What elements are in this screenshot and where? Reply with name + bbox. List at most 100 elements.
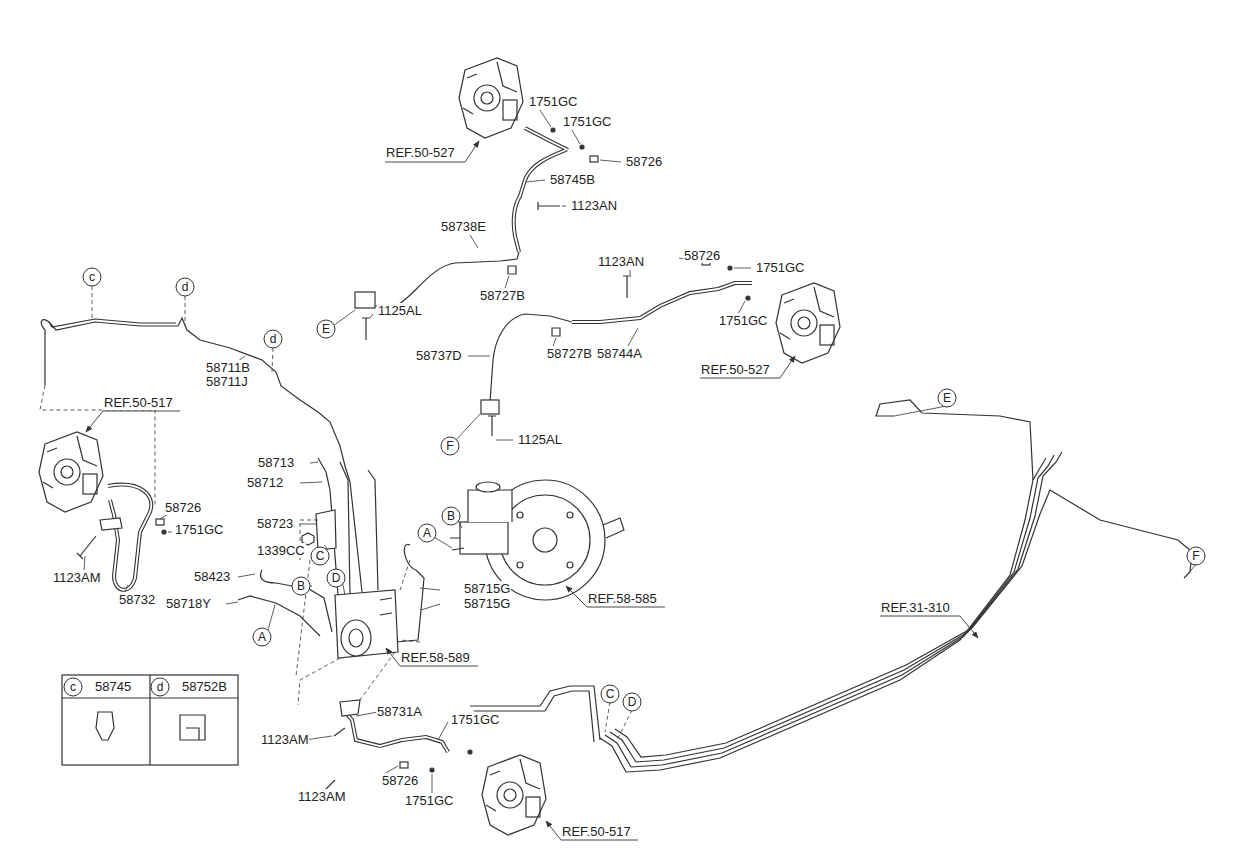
leader-line (160, 356, 322, 532)
reference-label: REF.58-585 (587, 591, 658, 606)
gasket (746, 296, 750, 300)
parts-table (62, 675, 238, 765)
reference-arrow (86, 141, 978, 840)
reference-label: REF.31-310 (880, 600, 951, 615)
part-number: 58726 (683, 248, 721, 263)
part-number: 1123AN (597, 254, 645, 269)
callout-letter: d (150, 677, 170, 697)
brake-booster (533, 528, 557, 552)
bolt (77, 156, 710, 790)
bracket (316, 510, 336, 550)
part-number: 1125AL (517, 432, 563, 447)
reference-label: REF.50-517 (103, 395, 174, 410)
callout-circle: d (175, 277, 195, 297)
brake-booster (567, 512, 573, 518)
dashed-leader (400, 560, 420, 642)
part-number: 58715G (463, 581, 511, 596)
callout-circle: F (440, 436, 460, 456)
gasket (162, 128, 750, 772)
parts-table (62, 675, 238, 765)
reference-label: REF.50-527 (700, 362, 771, 377)
part-number: 1123AN (570, 198, 618, 213)
circle-outline (176, 278, 194, 296)
pipe-bundle (615, 490, 1050, 757)
circle-outline (83, 268, 101, 286)
callout-letter: D (326, 568, 346, 588)
callout-circle: d (150, 677, 170, 697)
abs-unit (335, 590, 398, 658)
callout-letter: c (63, 677, 83, 697)
callout-circle: A (417, 523, 437, 543)
brake-pipe (261, 570, 292, 586)
brake-booster (517, 562, 523, 568)
part-number: 58731A (376, 704, 423, 719)
circle-outline (441, 437, 459, 455)
callout-circle: c (82, 267, 102, 287)
circle-outline (327, 569, 345, 587)
master-cylinder (468, 490, 512, 522)
pipe-bundle (610, 462, 1056, 762)
brake-pipe (396, 544, 424, 642)
callout-letter: B (291, 576, 311, 596)
callout-circle: D (622, 692, 642, 712)
callout-circle: E (316, 319, 336, 339)
gasket (551, 128, 555, 132)
caliper (39, 432, 103, 512)
dashed-leader (40, 286, 632, 738)
brake-booster (603, 518, 624, 538)
circle-outline (264, 330, 282, 348)
brake-pipe (49, 319, 176, 327)
part-number: 58715G (463, 596, 511, 611)
part-number: 58726 (381, 773, 419, 788)
callout-circle: A (252, 627, 272, 647)
leader-line (268, 405, 1196, 630)
bolt (156, 519, 164, 525)
reference-label: REF.50-517 (561, 824, 632, 839)
gasket (580, 145, 584, 149)
part-number: 58745 (94, 679, 132, 694)
callout-circle: D (326, 568, 346, 588)
circle-outline (292, 577, 310, 595)
leader-line (305, 712, 448, 800)
callout-circle: C (310, 546, 330, 566)
part-number: 58723 (256, 516, 294, 531)
part-number: 58732 (118, 592, 156, 607)
part-number: 1123AM (52, 570, 101, 585)
gasket (430, 768, 434, 772)
callout-circle: E (937, 388, 957, 408)
leader-line (84, 110, 1196, 800)
dashed-leader (296, 520, 395, 705)
abs-unit (341, 620, 371, 656)
circle-outline (601, 685, 619, 703)
circle-outline (623, 693, 641, 711)
part-number: 58745B (549, 172, 596, 187)
bolt (538, 202, 560, 210)
reference-arrow (546, 821, 638, 840)
pipe-bundle (600, 400, 1192, 772)
callout-letter: F (1186, 546, 1206, 566)
part-number: 58711B (205, 360, 251, 375)
reference-label: REF.58-589 (400, 650, 471, 665)
part-number: 1751GC (450, 712, 500, 727)
part-number: 58738E (440, 219, 487, 234)
brake-hose (108, 485, 151, 590)
callout-letter: E (937, 388, 957, 408)
brake-pipe (368, 470, 378, 590)
circle-outline (253, 628, 271, 646)
part-number: 58718Y (165, 596, 212, 611)
reference-arrow (385, 141, 479, 162)
bolt (623, 276, 631, 298)
callout-circle: C (600, 684, 620, 704)
pipe-bundle (1040, 452, 1062, 468)
brake-hose (108, 128, 752, 752)
reference-arrow (880, 616, 978, 638)
part-number: 1751GC (562, 114, 612, 129)
circle-outline (1187, 547, 1205, 565)
part-number: 1339CC (256, 543, 306, 558)
callout-circle: B (291, 576, 311, 596)
bolt (362, 318, 370, 340)
leader-line (324, 310, 480, 595)
abs-unit (380, 598, 392, 615)
parts-table (180, 715, 205, 740)
